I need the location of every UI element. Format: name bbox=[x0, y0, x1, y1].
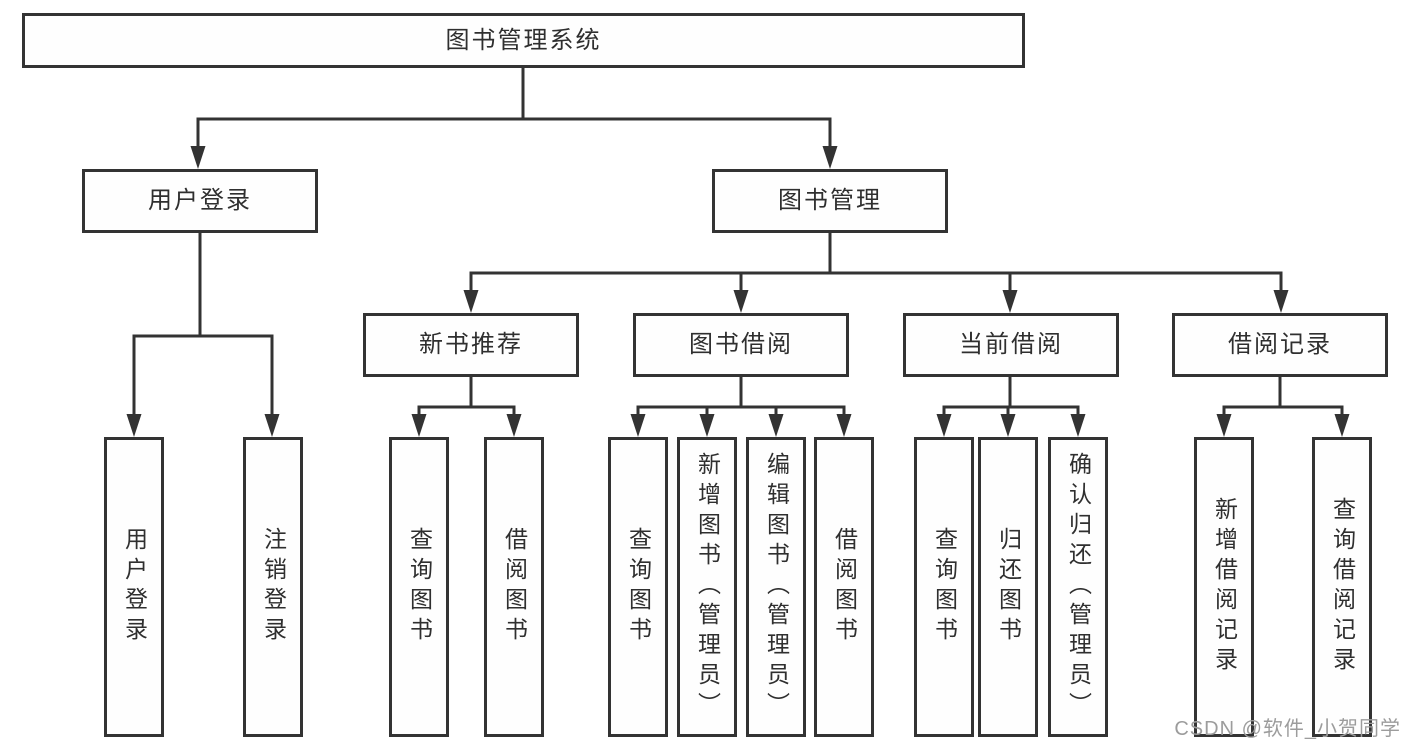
leaf-add-borrow-record: 新增借阅记录 bbox=[1194, 437, 1254, 737]
node-book-borrowing: 图书借阅 bbox=[633, 313, 849, 377]
leaf-query-books-current: 查询图书 bbox=[914, 437, 974, 737]
watermark: CSDN @软件_小贺同学 bbox=[1174, 718, 1401, 740]
node-label: 查询图书 bbox=[625, 527, 652, 647]
node-label: 查询图书 bbox=[406, 527, 433, 647]
leaf-confirm-return-admin: 确认归还（管理员） bbox=[1048, 437, 1108, 737]
node-label: 新增借阅记录 bbox=[1211, 497, 1238, 677]
node-book-management: 图书管理 bbox=[712, 169, 948, 233]
leaf-query-books-borrowing: 查询图书 bbox=[608, 437, 668, 737]
node-label: 用户登录 bbox=[148, 187, 252, 214]
node-label: 注销登录 bbox=[260, 527, 287, 647]
node-label: 查询借阅记录 bbox=[1329, 497, 1356, 677]
leaf-add-book-admin: 新增图书（管理员） bbox=[677, 437, 737, 737]
node-label: 借阅图书 bbox=[831, 527, 858, 647]
leaf-borrow-books-borrowing: 借阅图书 bbox=[814, 437, 874, 737]
leaf-borrow-books-recommend: 借阅图书 bbox=[484, 437, 544, 737]
node-label: 借阅图书 bbox=[501, 527, 528, 647]
node-user-login: 用户登录 bbox=[82, 169, 318, 233]
node-label: 图书管理 bbox=[778, 187, 882, 214]
node-label: 编辑图书（管理员） bbox=[763, 452, 790, 722]
node-label: 确认归还（管理员） bbox=[1065, 452, 1092, 722]
node-label: 图书管理系统 bbox=[445, 26, 602, 54]
node-label: 归还图书 bbox=[995, 527, 1022, 647]
node-label: 新增图书（管理员） bbox=[694, 452, 721, 722]
leaf-edit-book-admin: 编辑图书（管理员） bbox=[746, 437, 806, 737]
node-borrowing-records: 借阅记录 bbox=[1172, 313, 1388, 377]
node-label: 查询图书 bbox=[931, 527, 958, 647]
node-label: 图书借阅 bbox=[689, 331, 793, 358]
node-label: 借阅记录 bbox=[1228, 331, 1332, 358]
node-label: 用户登录 bbox=[121, 527, 148, 647]
node-library-management-system: 图书管理系统 bbox=[22, 13, 1025, 68]
node-label: 新书推荐 bbox=[419, 331, 523, 358]
node-new-book-recommendation: 新书推荐 bbox=[363, 313, 579, 377]
leaf-query-books-recommend: 查询图书 bbox=[389, 437, 449, 737]
node-current-borrowing: 当前借阅 bbox=[903, 313, 1119, 377]
node-label: 当前借阅 bbox=[959, 331, 1063, 358]
leaf-logout: 注销登录 bbox=[243, 437, 303, 737]
leaf-user-login: 用户登录 bbox=[104, 437, 164, 737]
leaf-return-books: 归还图书 bbox=[978, 437, 1038, 737]
leaf-query-borrow-record: 查询借阅记录 bbox=[1312, 437, 1372, 737]
